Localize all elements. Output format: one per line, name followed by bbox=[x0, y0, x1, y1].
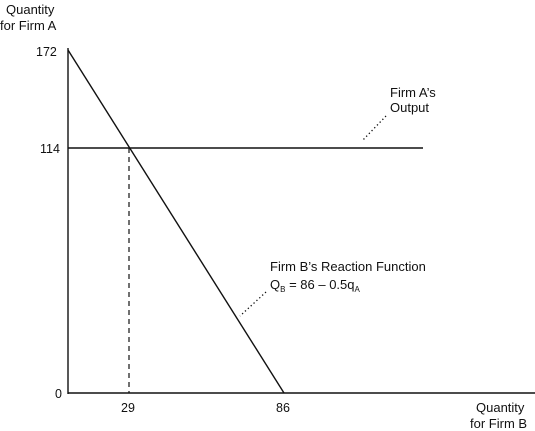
y-tick-172: 172 bbox=[36, 45, 57, 59]
firm-a-label-line1: Firm A’s bbox=[390, 85, 436, 100]
x-tick-29: 29 bbox=[121, 401, 135, 415]
firm-a-label: Firm A’s Output bbox=[390, 85, 439, 115]
x-axis-label-line2: for Firm B bbox=[470, 416, 527, 431]
firm-b-label: Firm B’s Reaction Function bbox=[270, 259, 426, 274]
x-axis-label-line1: Quantity bbox=[476, 400, 525, 415]
equation-lhs-sub: B bbox=[280, 285, 285, 294]
y-tick-0: 0 bbox=[55, 387, 62, 401]
y-axis-label: Quantity for Firm A bbox=[0, 2, 58, 33]
firm-a-leader bbox=[361, 115, 387, 142]
equation-rhs-sub: A bbox=[355, 285, 361, 294]
x-axis-label: Quantity for Firm B bbox=[470, 400, 528, 431]
y-tick-114: 114 bbox=[40, 142, 60, 156]
equation-mid: = 86 – 0.5q bbox=[285, 277, 354, 292]
firm-a-label-line2: Output bbox=[390, 100, 429, 115]
x-tick-86: 86 bbox=[276, 401, 290, 415]
reaction-equation: QB = 86 – 0.5qA bbox=[270, 277, 361, 294]
firm-b-leader bbox=[239, 291, 267, 317]
firm-b-reaction-line bbox=[67, 49, 285, 394]
y-axis-label-line2: for Firm A bbox=[0, 18, 57, 33]
equation-lhs: Q bbox=[270, 277, 280, 292]
y-axis-label-line1: Quantity bbox=[6, 2, 55, 17]
